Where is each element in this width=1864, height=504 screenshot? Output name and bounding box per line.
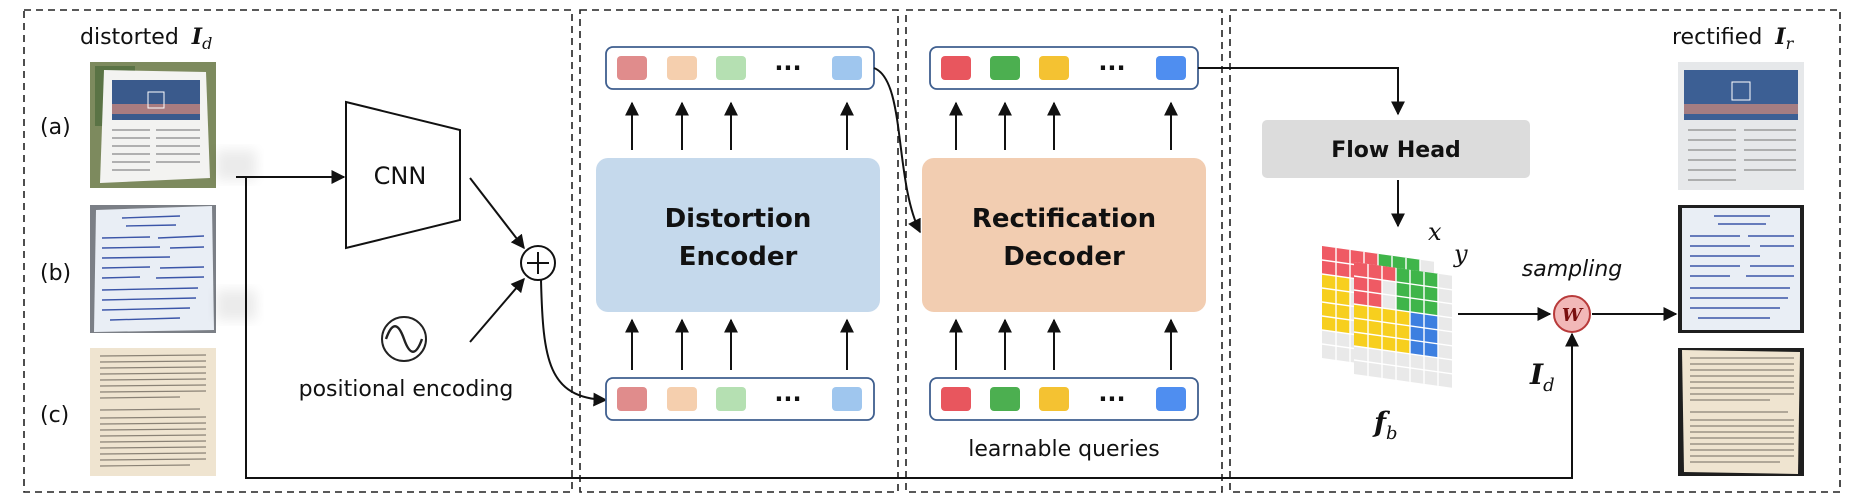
decoder-input-tokens: ··· [929,377,1199,421]
output-image-c [1678,348,1804,476]
enc-in-token-1 [617,387,647,411]
enc-out-token-3 [716,56,746,80]
encoder-label-line2: Encoder [679,242,798,272]
flow-head-label: Flow Head [1331,138,1461,163]
dec-out-token-1 [941,56,971,80]
positional-encoding-icon [381,316,427,362]
output-image-b [1678,205,1804,333]
sampler-node: W [1553,295,1591,333]
axis-x-label: x [1428,218,1442,246]
decoder-label-line1: Rectification [972,204,1156,234]
enc-out-token-4 [832,56,862,80]
flow-field-icon [1322,246,1452,388]
input-flow-lines [236,170,1579,479]
encoder-label-line1: Distortion [665,204,812,234]
dec-in-token-3 [1039,387,1069,411]
enc-out-token-2 [667,56,697,80]
flow-field-label: fb [1372,406,1398,444]
sampling-label: sampling [1522,257,1623,282]
distortion-encoder-block [596,158,880,312]
input-image-symbol: Id [1529,358,1555,396]
cnn-label: CNN [374,162,427,190]
enc-in-token-3 [716,387,746,411]
cnn-block [345,100,461,250]
rectification-decoder-block [922,158,1206,312]
section-decoder [905,9,1223,493]
axis-y-label: y [1453,240,1468,268]
dec-in-token-1 [941,387,971,411]
section-encoder [579,9,899,493]
flow-head-block [1262,120,1530,178]
dec-out-token-3 [1039,56,1069,80]
decoder-output-tokens: ··· [929,46,1199,90]
sampler-symbol: W [1562,305,1584,326]
dec-out-token-2 [990,56,1020,80]
section-output [1229,9,1841,493]
enc-out-token-1 [617,56,647,80]
dec-in-token-2 [990,387,1020,411]
input-image-a [90,62,256,188]
enc-out-ellipsis: ··· [774,54,801,82]
section-borders [23,9,1841,493]
dec-out-token-4 [1156,56,1186,80]
output-image-a [1678,62,1804,190]
learnable-queries-label: learnable queries [968,437,1159,462]
positional-encoding-label: positional encoding [299,377,514,402]
dec-in-token-4 [1156,387,1186,411]
adder-arrows [469,177,608,407]
distorted-label: distorted Id [80,24,212,53]
row-label-c: (c) [40,403,69,428]
encoder-output-tokens: ··· [605,46,875,90]
decoder-arrows [949,67,1405,370]
dec-in-ellipsis: ··· [1098,385,1125,413]
enc-in-ellipsis: ··· [774,385,801,413]
enc-in-token-4 [832,387,862,411]
encoder-input-tokens: ··· [605,377,875,421]
rectified-label: rectified Ir [1672,24,1795,53]
input-image-b [90,205,256,333]
enc-in-token-2 [667,387,697,411]
row-label-a: (a) [40,115,71,140]
row-label-b: (b) [40,261,71,286]
section-input [23,9,573,493]
add-operator-icon [520,245,556,281]
dec-out-ellipsis: ··· [1098,54,1125,82]
decoder-label-line2: Decoder [1003,242,1125,272]
encoder-arrows [625,67,921,370]
input-image-c [90,348,216,476]
